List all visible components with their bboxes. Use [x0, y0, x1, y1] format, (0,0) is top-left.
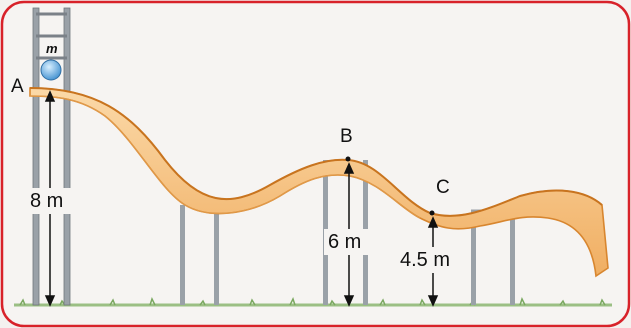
height-c-label-bg [397, 247, 469, 273]
ball [40, 59, 62, 81]
height-b-label-bg [324, 229, 378, 255]
mass-label: m [46, 41, 58, 56]
height-b-label: 6 m [328, 231, 361, 253]
point-c-label: C [436, 177, 450, 198]
point-a-label: A [11, 76, 24, 97]
height-a-label-bg [26, 188, 80, 214]
height-a-label: 8 m [30, 190, 63, 212]
slide-track [29, 87, 609, 278]
height-c-label: 4.5 m [400, 249, 450, 271]
point-c-marker [429, 210, 435, 216]
point-b-label: B [340, 126, 353, 147]
start-tower [32, 7, 71, 306]
point-b-marker [345, 156, 351, 162]
